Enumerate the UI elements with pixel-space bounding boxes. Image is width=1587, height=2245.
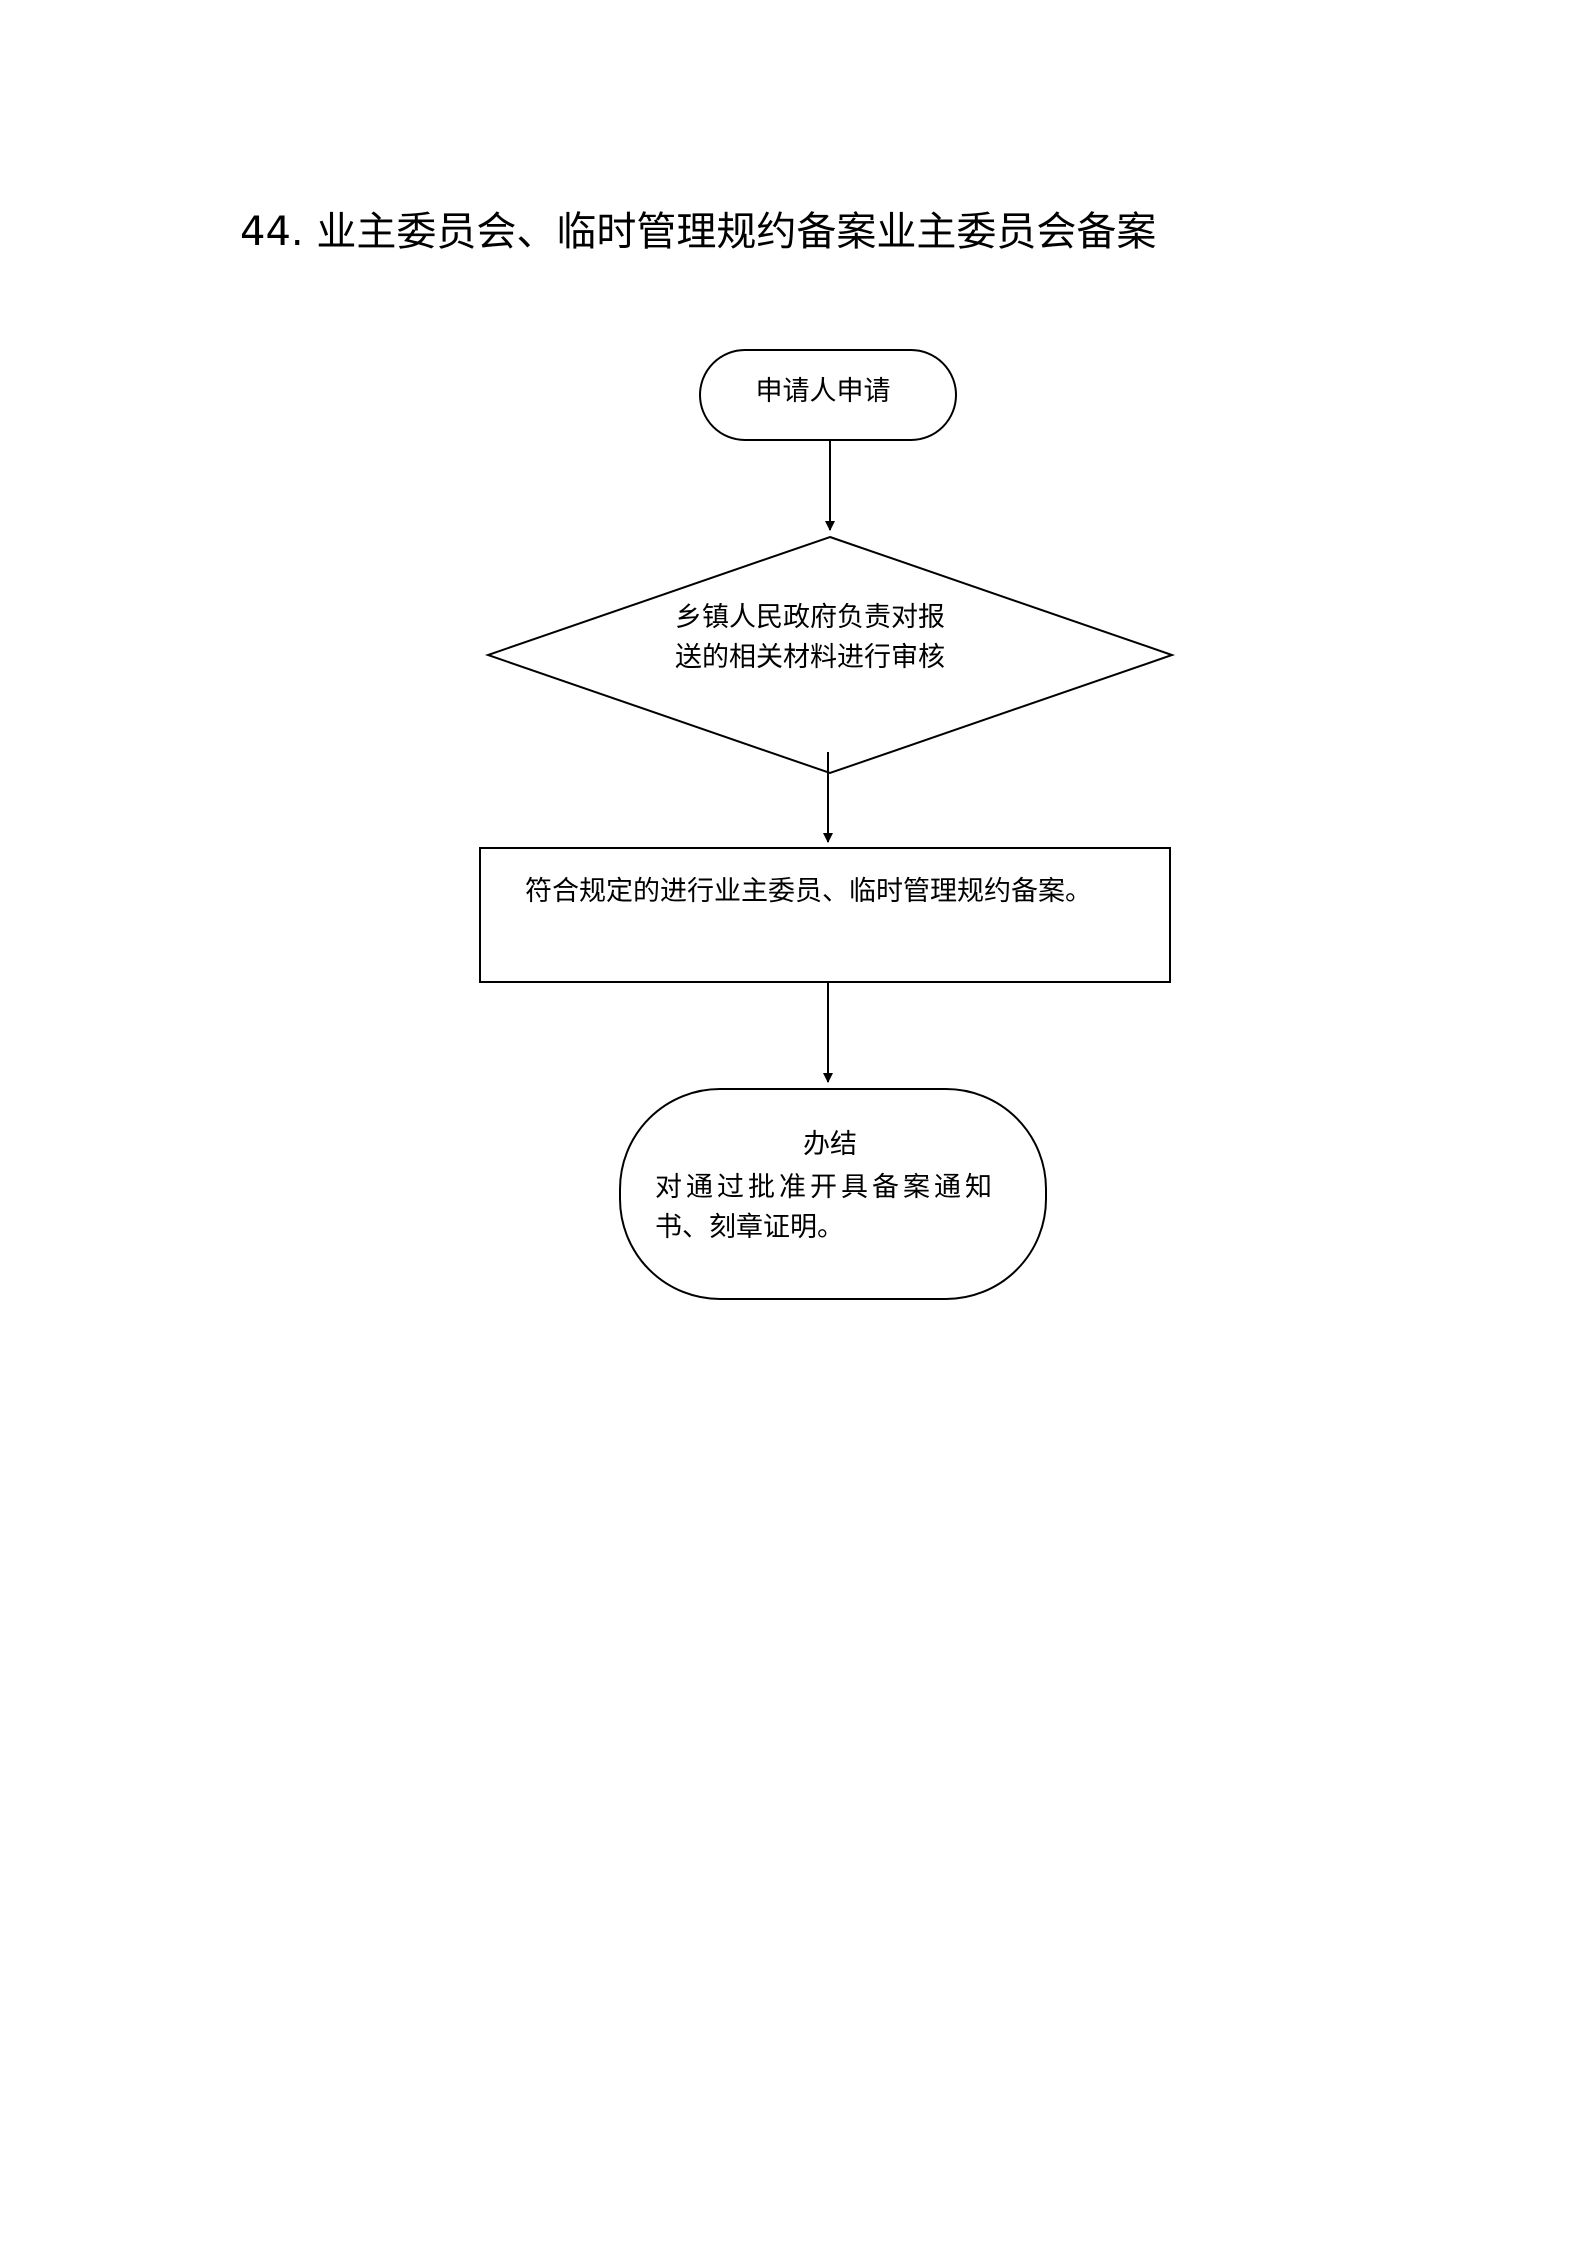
end-line-2: 书、刻章证明。 [655,1212,844,1243]
decision-diamond-shape [484,535,1176,775]
end-line-1: 对通过批准开具备案通知 [655,1172,996,1203]
end-node-body: 对通过批准开具备案通知 书、刻章证明。 [655,1168,1015,1248]
start-terminator-shape [699,349,957,441]
end-terminator-shape [619,1088,1047,1300]
end-node-title: 办结 [803,1129,857,1160]
process-box-shape [479,847,1171,983]
decision-line-1: 乡镇人民政府负责对报 [675,602,945,633]
decision-line-2: 送的相关材料进行审核 [675,642,945,673]
process-node-label: 符合规定的进行业主委员、临时管理规约备案。 [525,876,1092,907]
decision-node-label: 乡镇人民政府负责对报 送的相关材料进行审核 [675,598,975,678]
start-node-label: 申请人申请 [755,376,891,407]
page-title: 44. 业主委员会、临时管理规约备案业主委员会备案 [240,209,1157,255]
